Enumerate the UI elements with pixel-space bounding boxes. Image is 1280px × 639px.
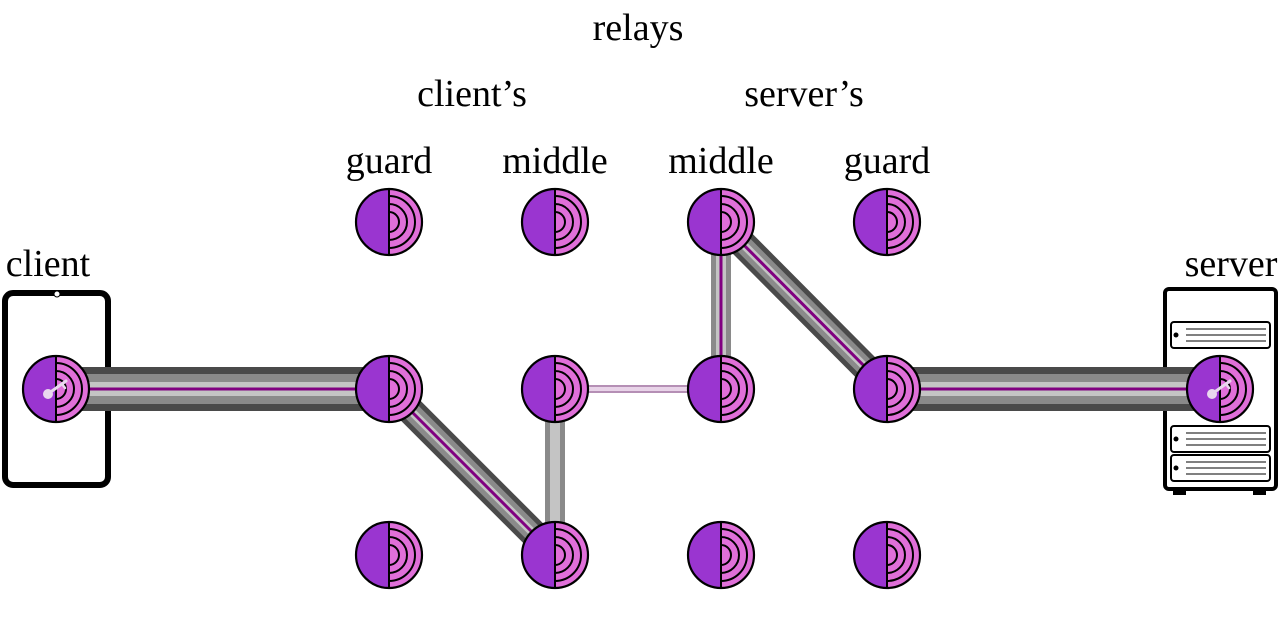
onion-relay-icon: [686, 520, 756, 590]
onion-relay-icon: [520, 520, 590, 590]
column-label-server-middle: middle: [668, 140, 774, 182]
clients-relays-label: client’s: [417, 73, 527, 115]
onion-relay-icon: [852, 187, 922, 257]
onion-relay-icon: [686, 187, 756, 257]
onion-relay-icon: [686, 354, 756, 424]
server-onion-endpoint: [1185, 354, 1255, 424]
onion-relay-icon: [520, 354, 590, 424]
client-circuit: [56, 367, 565, 565]
client-label: client: [6, 243, 91, 285]
onion-relay-icon: [520, 187, 590, 257]
tunnel-guard-to-middle-server: [711, 212, 897, 399]
client-onion-endpoint: [21, 354, 91, 424]
server-drive-bay: [1170, 425, 1271, 453]
column-label-client-middle: middle: [502, 140, 608, 182]
onion-relay-icon: [354, 354, 424, 424]
server-label: server: [1185, 243, 1278, 285]
relays-title: relays: [593, 7, 684, 49]
onion-relay-icon: [354, 187, 424, 257]
onion-relay-icon: [852, 354, 922, 424]
server-circuit: [711, 212, 1220, 411]
servers-relays-label: server’s: [744, 73, 864, 115]
onion-relay-icon: [354, 520, 424, 590]
onion-relay-icon: [852, 520, 922, 590]
column-label-server-guard: guard: [844, 140, 931, 182]
tunnel-guard-to-middle: [379, 379, 565, 565]
column-label-client-guard: guard: [346, 140, 433, 182]
server-drive-bay: [1170, 454, 1271, 482]
server-drive-bay: [1170, 321, 1271, 349]
